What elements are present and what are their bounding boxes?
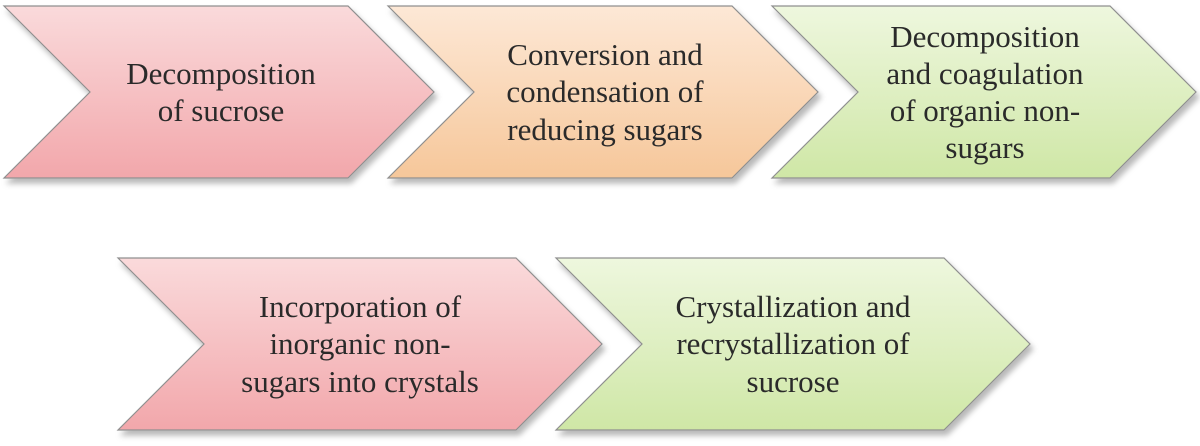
step-4-label: Incorporation of inorganic non- sugars i… [241, 289, 479, 399]
step-2-label: Conversion and condensation of reducing … [506, 37, 704, 147]
chevron-step-2 [386, 5, 819, 179]
step-3-label: Decomposition and coagulation of organic… [886, 18, 1084, 166]
chevron-step-4 [116, 257, 603, 431]
chevron-step-1 [2, 5, 435, 179]
step-1-label: Decomposition of sucrose [126, 55, 316, 128]
chevron-step-5 [554, 257, 1031, 431]
chevron-step-3 [770, 5, 1197, 179]
step-5-label: Crystallization and recrystallization of… [675, 289, 911, 399]
